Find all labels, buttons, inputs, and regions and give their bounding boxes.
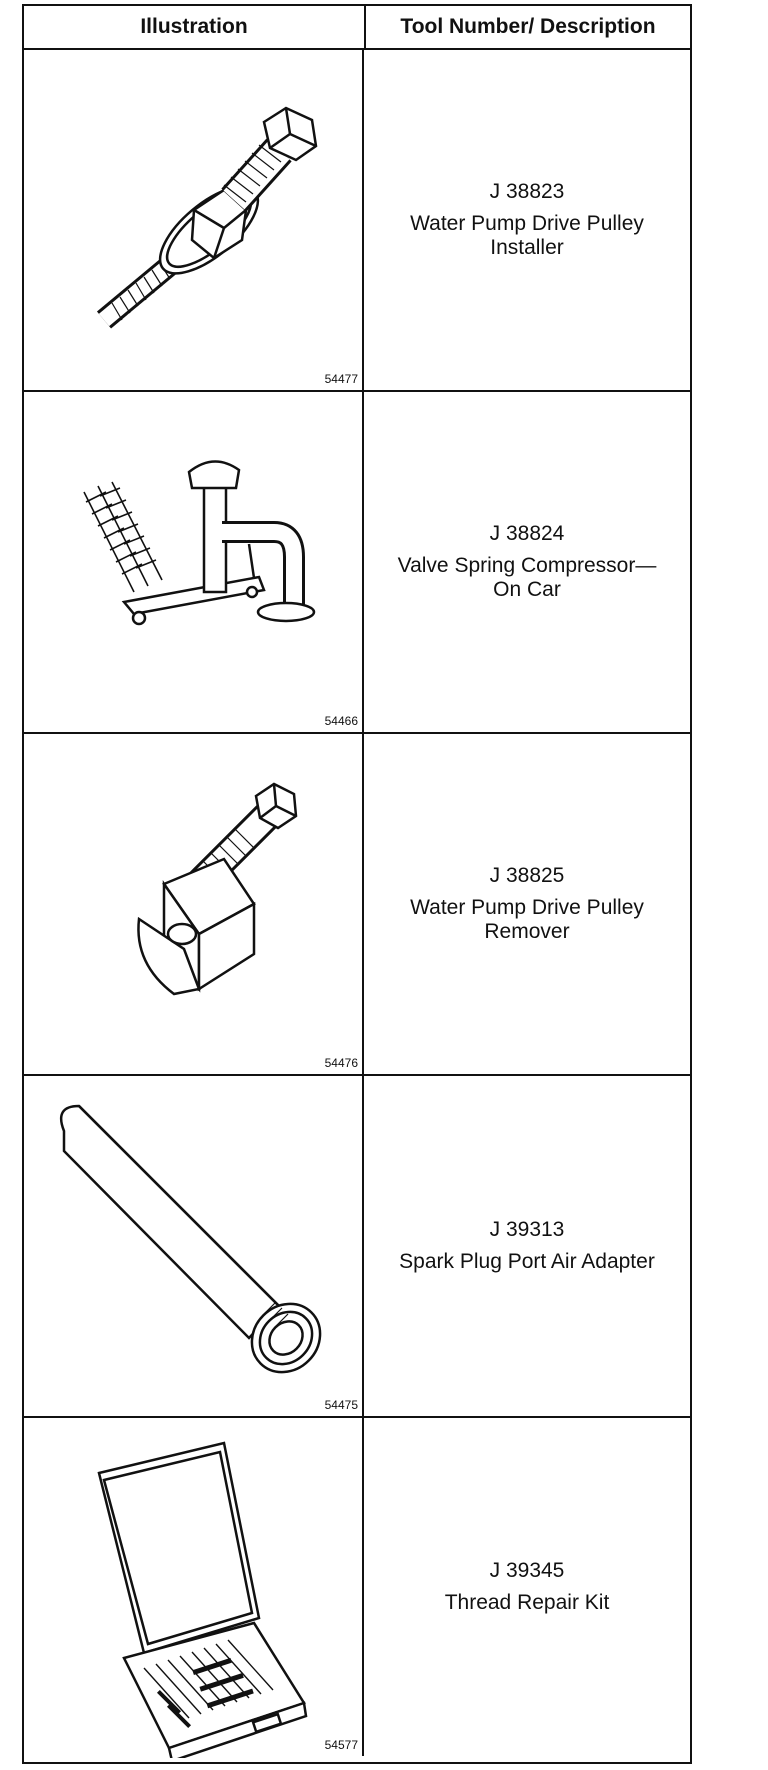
table-row: 54577 J 39345 Thread Repair Kit [24, 1418, 690, 1758]
figure-number: 54477 [324, 372, 358, 386]
valve-spring-compressor-illustration [83, 460, 316, 626]
tool-description: Water Pump Drive Pulley Remover [410, 896, 644, 943]
illustration-header: Illustration [24, 6, 366, 48]
tool-description: Valve Spring Compressor— On Car [397, 554, 657, 601]
tool-description: Water Pump Drive Pulley Installer [410, 212, 644, 259]
tool-description: Thread Repair Kit [444, 1591, 610, 1614]
illustration-cell: 54477 [24, 50, 364, 390]
thread-repair-kit-illustration [97, 1441, 308, 1758]
illustration-cell: 54475 [24, 1076, 364, 1416]
tool-description: Spark Plug Port Air Adapter [399, 1250, 655, 1273]
illustration-cell: 54466 [24, 392, 364, 732]
illustration-cell: 54577 [24, 1418, 364, 1758]
description-header: Tool Number/ Description [400, 15, 656, 38]
table-row: 54466 J 38824 Valve Spring Compressor— O… [24, 392, 690, 734]
pulley-remover-illustration [137, 782, 298, 996]
tool-number: J 39345 [489, 1559, 565, 1582]
figure-number: 54466 [324, 714, 358, 728]
description-cell: J 39345 Thread Repair Kit [364, 1418, 690, 1756]
tool-number: J 38824 [489, 522, 565, 545]
description-cell: J 38825 Water Pump Drive Pulley Remover [364, 734, 690, 1074]
tool-number: J 38823 [489, 180, 565, 203]
spark-plug-air-adapter-illustration [59, 1104, 322, 1374]
description-cell: J 38824 Valve Spring Compressor— On Car [364, 392, 690, 732]
figure-number: 54476 [324, 1056, 358, 1070]
pulley-installer-illustration [96, 106, 318, 329]
tool-number: J 39313 [489, 1218, 565, 1241]
table-header: Illustration Tool Number/ Description [24, 6, 690, 50]
table-row: 54475 J 39313 Spark Plug Port Air Adapte… [24, 1076, 690, 1418]
tool-number: J 38825 [489, 864, 565, 887]
table-row: 54476 J 38825 Water Pump Drive Pulley Re… [24, 734, 690, 1076]
special-tools-table: Illustration Tool Number/ Description [22, 4, 692, 1764]
description-cell: J 39313 Spark Plug Port Air Adapter [364, 1076, 690, 1416]
figure-number: 54475 [324, 1398, 358, 1412]
illustration-cell: 54476 [24, 734, 364, 1074]
table-row: 54477 J 38823 Water Pump Drive Pulley In… [24, 50, 690, 392]
figure-number: 54577 [324, 1738, 358, 1752]
description-cell: J 38823 Water Pump Drive Pulley Installe… [364, 50, 690, 390]
